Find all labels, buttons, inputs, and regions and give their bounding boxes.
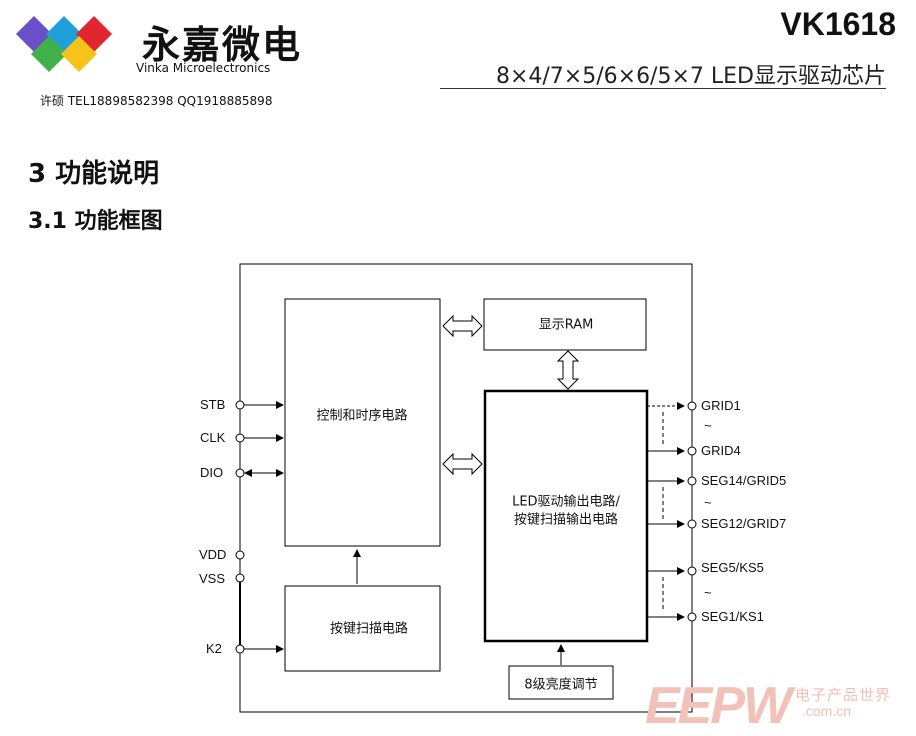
- pin-seg14-label: SEG14/GRID5: [701, 473, 787, 488]
- chip-description: 8×4/7×5/6×6/5×7 LED显示驱动芯片: [495, 64, 886, 89]
- pin-seg1-label: SEG1/KS1: [701, 609, 764, 624]
- ctrl-driver-double-arrow: [442, 452, 483, 476]
- vinka-logo: [12, 14, 142, 76]
- subsection-heading: 3.1 功能框图: [28, 209, 163, 234]
- tilde-separator: ~: [704, 585, 712, 600]
- pin-vdd-label: VDD: [199, 547, 227, 562]
- control-block-label: 控制和时序电路: [316, 408, 408, 424]
- eepw-watermark-cn: 电子产品世界: [795, 686, 892, 704]
- brand-name-cn: 永嘉微电: [142, 23, 303, 67]
- right-output-arrows: [647, 402, 685, 621]
- pin-seg5-terminal: [687, 566, 697, 576]
- pin-seg12-label: SEG12/GRID7: [701, 516, 787, 531]
- logo-diamond-green: [31, 36, 67, 72]
- pin-grid4-label: GRID4: [701, 443, 741, 458]
- chip-boundary: [239, 263, 693, 713]
- pin-vss-terminal: [235, 573, 245, 583]
- pin-grid1-terminal: [687, 401, 697, 411]
- driver-block-label-2: 按键扫描输出电路: [513, 512, 619, 528]
- pin-dio-terminal: [235, 468, 245, 478]
- keyscan-block-label: 按键扫描电路: [329, 621, 409, 637]
- control-timing-block: [284, 298, 441, 547]
- brightness-block: [508, 665, 614, 700]
- chip-name: VK1618: [780, 6, 896, 42]
- pin-dio-label: DIO: [200, 465, 224, 480]
- eepw-watermark-logo: EEPW: [645, 677, 792, 735]
- section-heading: 3 功能说明: [28, 159, 160, 189]
- pin-seg14-terminal: [687, 476, 697, 486]
- pin-seg1-terminal: [687, 612, 697, 622]
- logo-diamond-yellow: [61, 36, 97, 72]
- pin-clk-terminal: [235, 433, 245, 443]
- display-ram-block: [483, 298, 647, 351]
- pin-seg12-terminal: [687, 519, 697, 529]
- pin-vdd-terminal: [235, 550, 245, 560]
- ram-driver-double-arrow: [556, 350, 580, 390]
- ram-block-label: 显示RAM: [538, 317, 594, 333]
- pin-stb-terminal: [235, 400, 245, 410]
- ctrl-ram-double-arrow: [442, 314, 483, 338]
- pin-k2-terminal: [235, 644, 245, 654]
- pin-vss-label: VSS: [199, 571, 226, 586]
- brand-name-en: Vinka Microelectronics: [136, 61, 271, 75]
- contact-info: 许硕 TEL18898582398 QQ1918885898: [40, 94, 273, 108]
- header-divider: [440, 88, 886, 89]
- brightness-block-label: 8级亮度调节: [524, 677, 598, 693]
- pin-grid4-terminal: [687, 446, 697, 456]
- driver-block-label-1: LED驱动输出电路/: [512, 494, 620, 510]
- pin-seg5-label: SEG5/KS5: [701, 560, 764, 575]
- pin-k2-label: K2: [206, 641, 222, 656]
- tilde-separator: ~: [704, 495, 712, 510]
- tilde-separator: ~: [704, 418, 712, 433]
- pin-clk-label: CLK: [200, 430, 226, 445]
- eepw-watermark-url: .com.cn: [802, 703, 852, 719]
- key-scan-block: [284, 585, 441, 672]
- led-driver-block: [483, 389, 649, 643]
- pin-grid1-label: GRID1: [701, 398, 741, 413]
- pin-stb-label: STB: [200, 397, 226, 412]
